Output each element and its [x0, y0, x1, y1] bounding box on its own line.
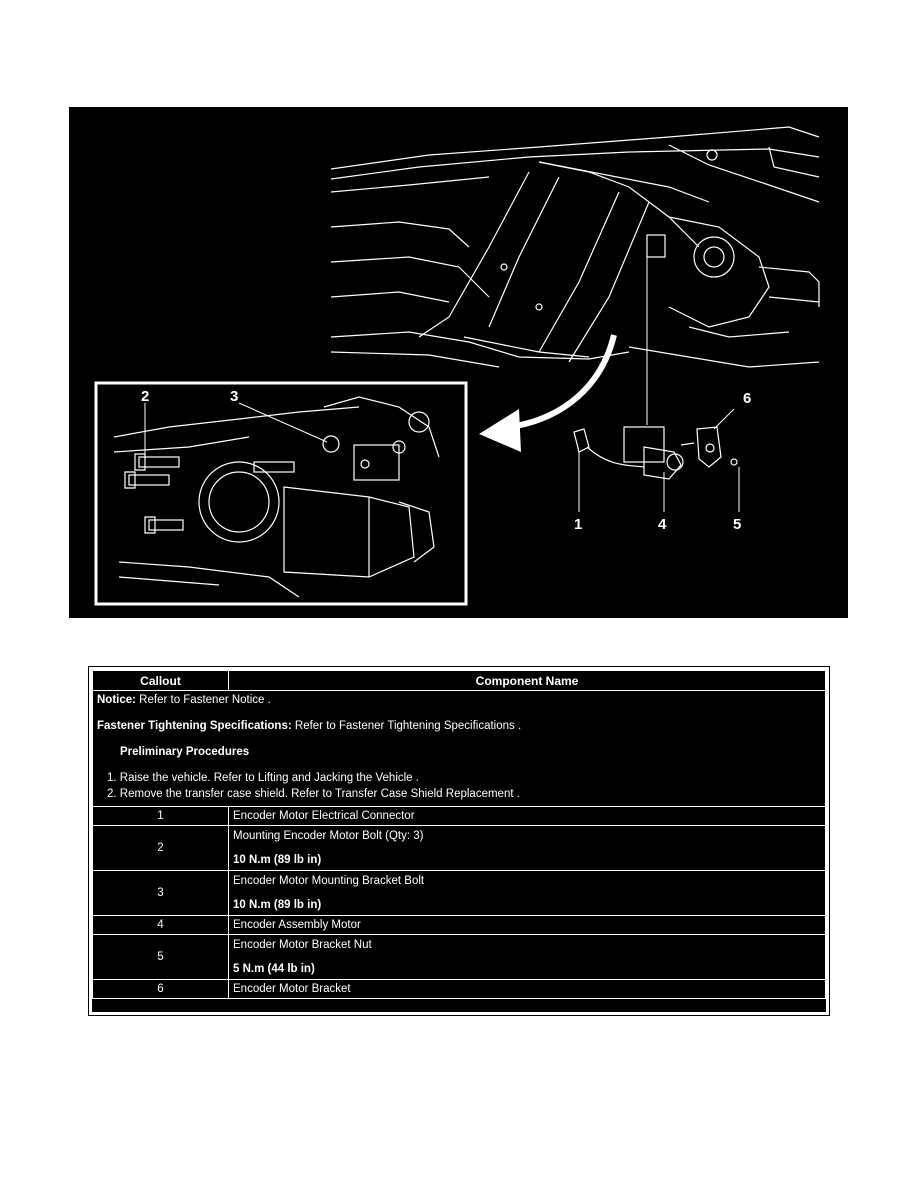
component-name-cell: Encoder Motor Bracket — [228, 979, 826, 999]
header-callout: Callout — [92, 670, 229, 691]
component-name-cell: Encoder Assembly Motor — [228, 915, 826, 935]
torque-spec: 10 N.m (89 lb in) — [233, 899, 322, 911]
callout-label-4: 4 — [658, 516, 667, 533]
table-row: 3 Encoder Motor Mounting Bracket Bolt 10… — [92, 870, 826, 916]
exploded-view-illustration: 2 3 6 1 4 5 — [69, 107, 848, 618]
notes-cell: Notice: Refer to Fastener Notice . Faste… — [92, 690, 826, 807]
encoder-motor-parts-drawing — [573, 426, 738, 480]
callout-label-1: 1 — [574, 516, 582, 533]
callout-label-6: 6 — [743, 390, 751, 407]
table-row: 2 Mounting Encoder Motor Bolt (Qty: 3) 1… — [92, 825, 826, 871]
callout-cell: 1 — [92, 806, 229, 826]
component-name-cell: Encoder Motor Electrical Connector — [228, 806, 826, 826]
callout-cell: 4 — [92, 915, 229, 935]
fastener-spec-label: Fastener Tightening Specifications: — [97, 720, 292, 732]
torque-spec: 5 N.m (44 lb in) — [233, 963, 315, 975]
component-name-cell: Encoder Motor Bracket Nut 5 N.m (44 lb i… — [228, 934, 826, 980]
callout-cell: 6 — [92, 979, 229, 999]
procedure-step-2: 2. Remove the transfer case shield. Refe… — [107, 788, 520, 800]
table-row: 1 Encoder Motor Electrical Connector — [92, 806, 826, 826]
fastener-spec-link-text[interactable]: Refer to Fastener Tightening Specificati… — [291, 720, 522, 732]
vehicle-underbody-drawing — [330, 126, 820, 368]
callout-cell: 5 — [92, 934, 229, 980]
callout-cell: 2 — [92, 825, 229, 871]
table-row: 5 Encoder Motor Bracket Nut 5 N.m (44 lb… — [92, 934, 826, 980]
table-row: 6 Encoder Motor Bracket — [92, 979, 826, 999]
table-row: 4 Encoder Assembly Motor — [92, 915, 826, 935]
arrow-icon — [479, 334, 617, 452]
inset-detail-view — [94, 381, 468, 606]
torque-spec: 10 N.m (89 lb in) — [233, 854, 322, 866]
component-name: Mounting Encoder Motor Bolt (Qty: 3) — [233, 830, 424, 842]
notice-label: Notice: — [97, 694, 136, 706]
table-header-row: Callout Component Name — [92, 670, 826, 691]
component-name-cell: Mounting Encoder Motor Bolt (Qty: 3) 10 … — [228, 825, 826, 871]
component-name: Encoder Motor Bracket Nut — [233, 939, 372, 951]
callout-label-2: 2 — [141, 388, 149, 405]
header-component-name: Component Name — [228, 670, 826, 691]
component-name: Encoder Motor Mounting Bracket Bolt — [233, 875, 425, 887]
component-name-cell: Encoder Motor Mounting Bracket Bolt 10 N… — [228, 870, 826, 916]
preliminary-procedures-heading: Preliminary Procedures — [120, 746, 250, 758]
component-table: Callout Component Name Notice: Refer to … — [88, 666, 830, 1016]
notice-link-text[interactable]: Refer to Fastener Notice . — [135, 694, 271, 706]
callout-cell: 3 — [92, 870, 229, 916]
callout-label-5: 5 — [733, 516, 741, 533]
procedure-step-1: 1. Raise the vehicle. Refer to Lifting a… — [107, 772, 419, 784]
callout-label-3: 3 — [230, 388, 238, 405]
